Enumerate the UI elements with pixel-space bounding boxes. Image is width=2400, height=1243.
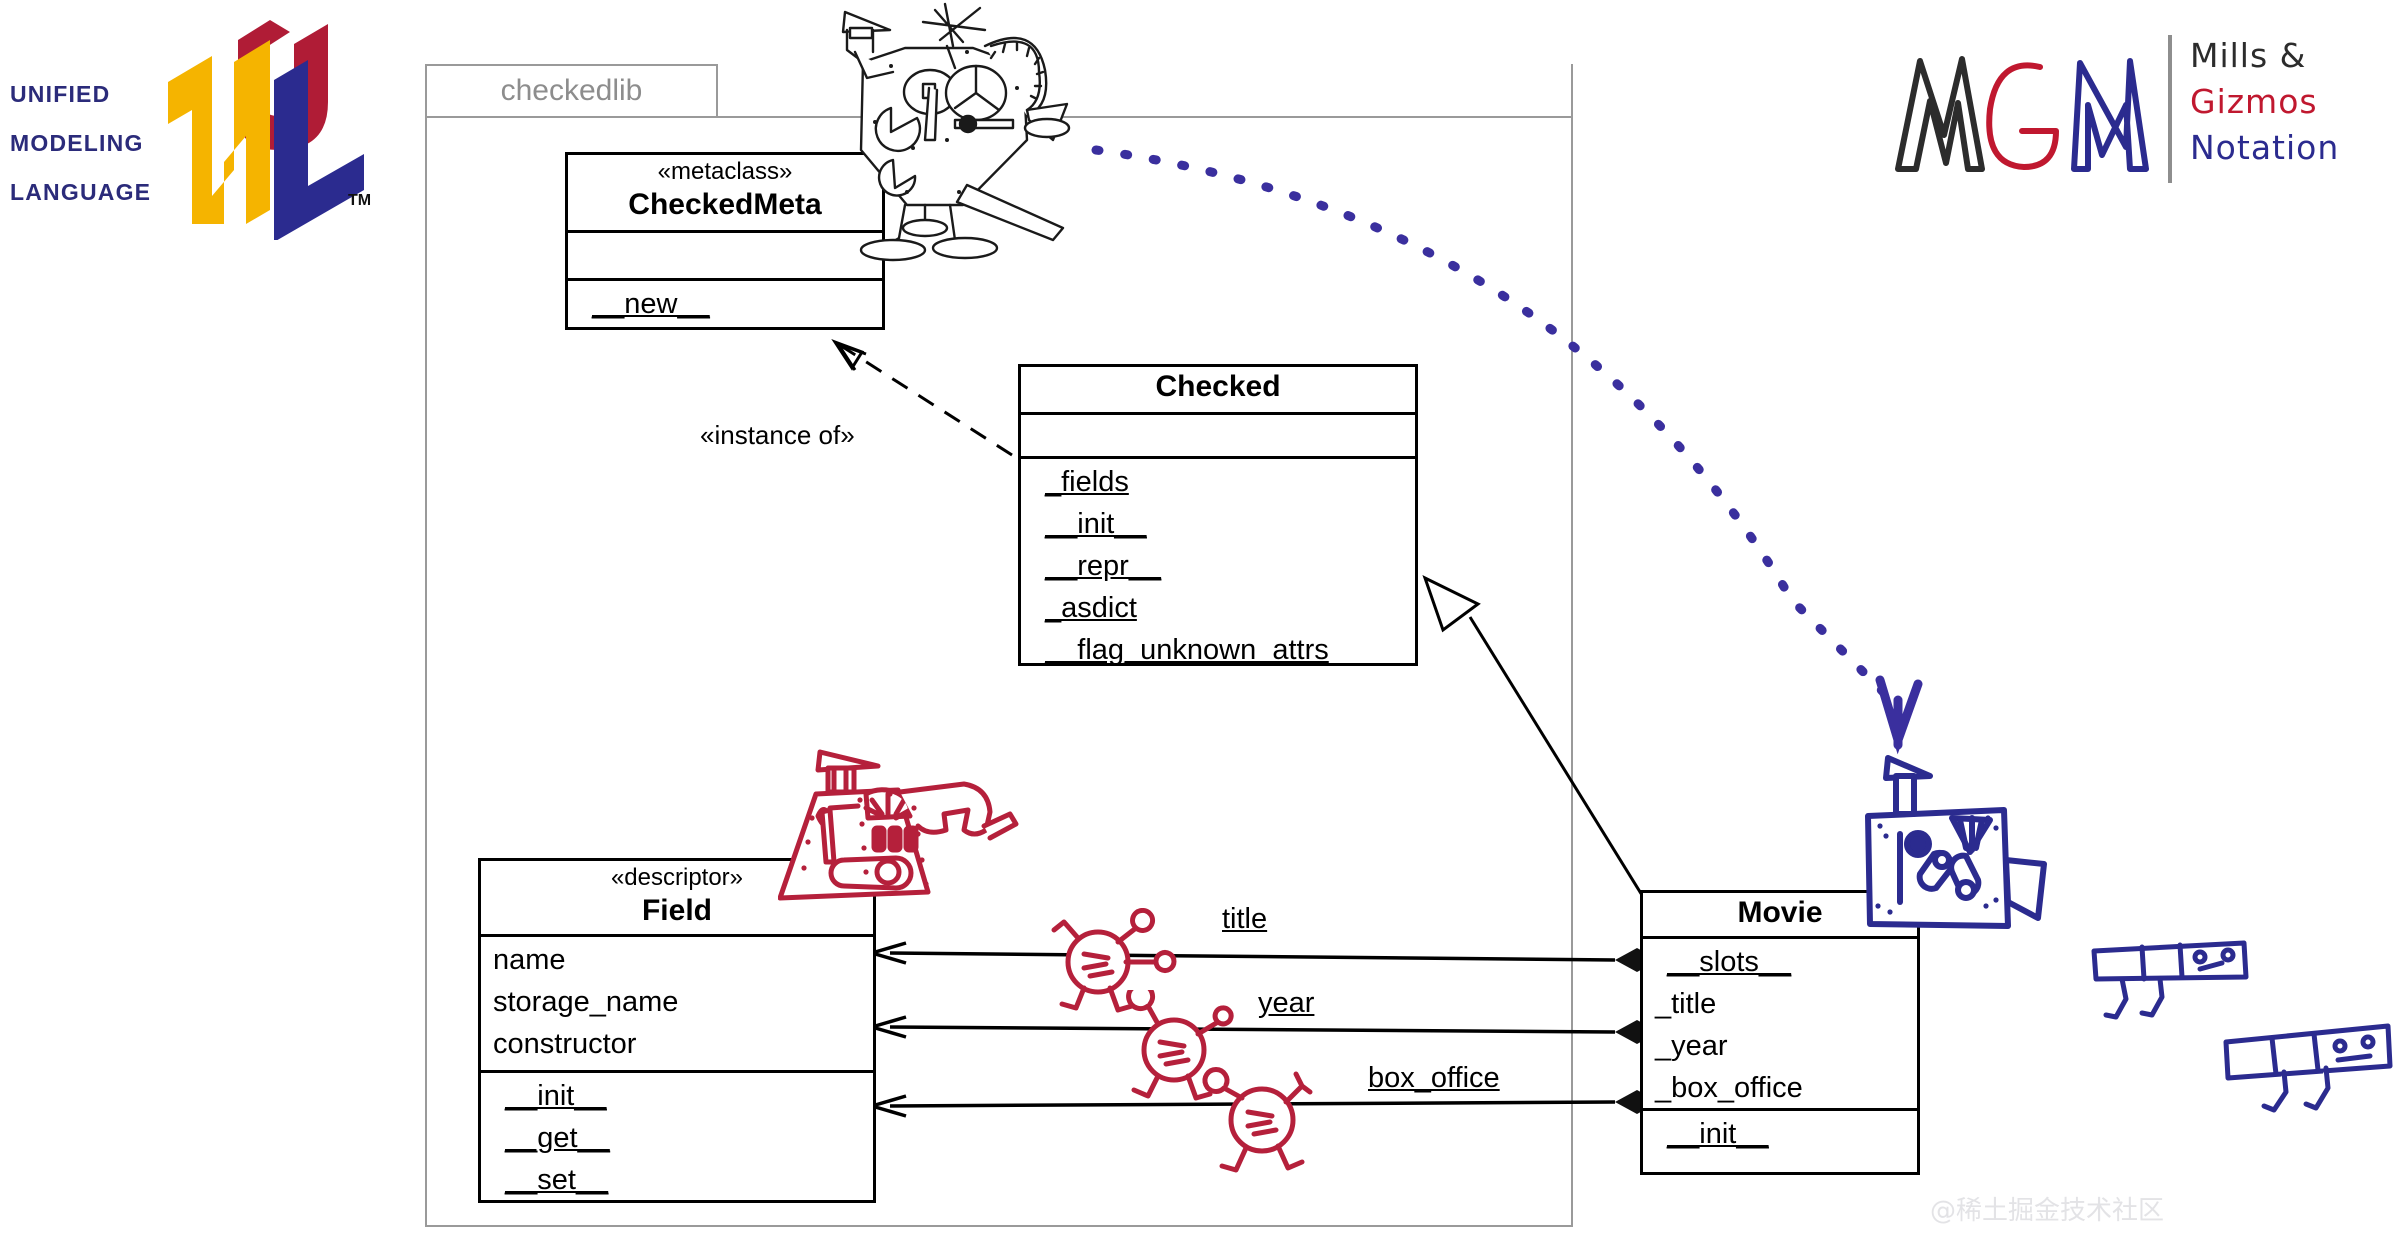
class-name-checked: Checked	[1155, 370, 1281, 403]
class-header-checkedmeta: «metaclass» CheckedMeta	[568, 155, 882, 233]
class-member-row: __init__	[1021, 503, 1415, 545]
class-stereotype-checkedmeta: «metaclass»	[657, 158, 793, 185]
class-attribute-storage-name: storage_name	[493, 986, 679, 1018]
class-operations-movie: __init__	[1643, 1111, 1917, 1171]
class-header-field: «descriptor» Field	[481, 861, 873, 937]
class-member-row: __set__	[481, 1159, 873, 1201]
class-operation-flag-unknown-attrs: __flag_unknown_attrs	[1045, 634, 1329, 666]
class-operation-new: __new__	[592, 288, 710, 320]
mgn-logo-line2: Gizmos	[2190, 82, 2318, 121]
gizmo-sketch-icon-2	[1126, 990, 1234, 1101]
class-member-row: __repr__	[1021, 545, 1415, 587]
mgn-logo: Mills & Gizmos Notation	[1890, 25, 2390, 210]
uml-logo-words: UNIFIED MODELING LANGUAGE	[10, 70, 155, 217]
class-operation-field-get: __get__	[505, 1122, 610, 1154]
uml-logo-line3: LANGUAGE	[10, 179, 152, 205]
movie-mill-sketch-icon	[1865, 755, 2047, 929]
class-operations-checkedmeta: __new__	[568, 281, 882, 327]
association-label-year: year	[1258, 987, 1315, 1019]
uml-logo-line2: MODELING	[10, 130, 144, 156]
class-attributes-movie: __slots__ _title _year _box_office	[1643, 939, 1917, 1111]
association-label-box-office: box_office	[1368, 1062, 1500, 1094]
class-operation-asdict: _asdict	[1045, 592, 1137, 624]
uml-logo-trademark: TM	[348, 192, 372, 209]
class-operation-field-set: __set__	[505, 1164, 609, 1196]
uml-logo-line1: UNIFIED	[10, 81, 111, 107]
field-mill-sketch-icon	[778, 749, 1019, 901]
class-member-row: __new__	[568, 283, 882, 325]
class-member-row: __init__	[481, 1075, 873, 1117]
package-top-border	[718, 116, 1573, 118]
package-checkedlib-tab: checkedlib	[425, 64, 718, 118]
class-operations-field: __init__ __get__ __set__	[481, 1073, 873, 1203]
widget-sketch-icon-1	[2091, 940, 2249, 1020]
class-member-row: __slots__	[1643, 941, 1917, 983]
class-attributes-checked	[1021, 415, 1415, 459]
mgn-logo-line3: Notation	[2190, 128, 2340, 167]
class-name-field: Field	[641, 894, 712, 927]
class-member-row: __init__	[1643, 1113, 1917, 1155]
class-attributes-field: name storage_name constructor	[481, 937, 873, 1073]
class-name-checkedmeta: CheckedMeta	[628, 188, 822, 221]
class-box-checked[interactable]: Checked _fields __init__ __repr__ _asdic…	[1018, 364, 1418, 666]
class-attributes-checkedmeta	[568, 233, 882, 281]
watermark: @稀土掘金技术社区	[1930, 1196, 2165, 1226]
class-attribute-constructor: constructor	[493, 1028, 637, 1060]
class-operation-field-init: __init__	[505, 1080, 607, 1112]
association-label-title: title	[1222, 903, 1268, 935]
class-header-movie: Movie	[1643, 893, 1917, 939]
gizmo-sketch-icon-3	[1202, 1066, 1313, 1173]
mgn-logo-wordmark: Mills & Gizmos Notation	[2190, 33, 2339, 171]
class-operation-movie-init: __init__	[1667, 1118, 1769, 1150]
widget-sketch-icon-2	[2223, 1023, 2393, 1113]
class-operation-fields: _fields	[1045, 466, 1129, 498]
instance-of-label: «instance of»	[700, 420, 855, 450]
class-operations-checked: _fields __init__ __repr__ _asdict __flag…	[1021, 459, 1415, 666]
class-box-checkedmeta[interactable]: «metaclass» CheckedMeta __new__	[565, 152, 885, 330]
class-stereotype-field: «descriptor»	[610, 864, 744, 891]
class-member-row: _asdict	[1021, 587, 1415, 629]
class-box-field[interactable]: «descriptor» Field name storage_name con…	[478, 858, 876, 1203]
class-name-movie: Movie	[1737, 896, 1823, 929]
uml-logo: UNIFIED MODELING LANGUAGE TM	[0, 10, 400, 250]
package-name-label: checkedlib	[500, 74, 643, 107]
class-operation-repr: __repr__	[1045, 550, 1162, 582]
class-operation-init: __init__	[1045, 508, 1147, 540]
class-member-row: __get__	[481, 1117, 873, 1159]
mgn-logo-divider	[2168, 35, 2172, 183]
class-attribute-slots: __slots__	[1667, 946, 1792, 978]
class-member-row: _fields	[1021, 461, 1415, 503]
class-attribute-year: _year	[1655, 1030, 1728, 1062]
class-member-row: __flag_unknown_attrs	[1021, 629, 1415, 671]
class-header-checked: Checked	[1021, 367, 1415, 415]
class-attribute-name: name	[493, 944, 566, 976]
mgn-logo-mark	[1895, 56, 2149, 172]
mgn-logo-line1: Mills &	[2190, 36, 2307, 75]
class-attribute-title: _title	[1655, 988, 1717, 1020]
uml-logo-3d-letters	[168, 20, 364, 240]
class-attribute-box-office: _box_office	[1655, 1072, 1803, 1104]
meta-mill-sketch-icon	[841, 2, 1071, 262]
class-box-movie[interactable]: Movie __slots__ _title _year _box_office…	[1640, 890, 1920, 1175]
